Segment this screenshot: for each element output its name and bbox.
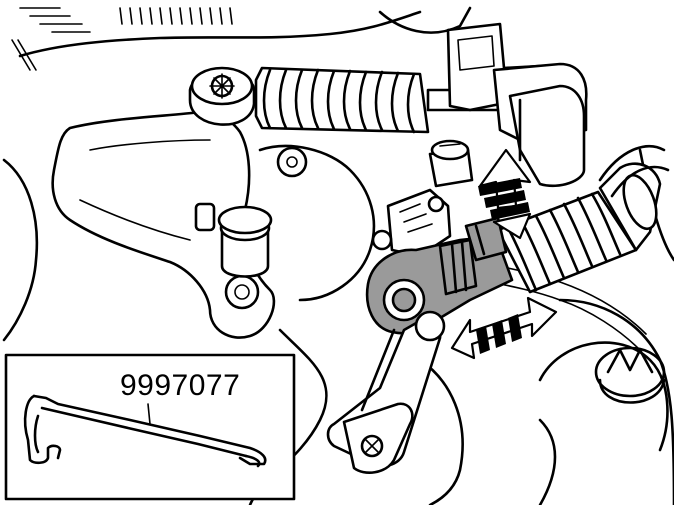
tool-9997077-drawing	[23, 394, 267, 468]
bracket-bolt-hole	[224, 274, 260, 310]
horizontal-motion-arrow	[450, 296, 558, 360]
mount-boss	[276, 146, 308, 178]
upper-center-nut	[428, 139, 474, 188]
upper-bellows-boot	[254, 66, 430, 134]
part-number-label: 9997077	[120, 369, 241, 402]
gear-lever-arm	[326, 310, 446, 474]
bracket-tab	[194, 202, 216, 232]
upper-ball-joint	[188, 66, 256, 126]
mount-boss-hole	[286, 156, 298, 168]
part-number-leader	[147, 403, 151, 425]
left-bracket	[51, 110, 276, 339]
center-lower-line	[418, 358, 464, 505]
bottom-right-curve	[538, 418, 557, 505]
mid-bracket-outline	[258, 144, 376, 302]
right-tank-cap	[594, 346, 666, 404]
vertical-motion-arrow	[478, 148, 532, 240]
upper-cable-bracket	[446, 22, 588, 188]
lower-bellows-ribs	[506, 192, 622, 292]
upper-body-panel	[18, 10, 422, 58]
upper-cable-assembly	[188, 22, 588, 188]
right-housing-inner	[538, 341, 669, 452]
connector-cluster	[371, 139, 474, 258]
tool-inset-frame	[4, 353, 296, 501]
top-hatch-grille	[119, 7, 233, 25]
left-body-edge	[2, 158, 39, 342]
top-left-hatch	[11, 7, 91, 71]
highlighted-cable-end	[365, 216, 514, 335]
left-stud-bolt	[217, 205, 273, 278]
lower-cable-assembly	[496, 145, 670, 294]
tool-inset	[4, 353, 296, 501]
upper-right-edge	[378, 6, 472, 34]
